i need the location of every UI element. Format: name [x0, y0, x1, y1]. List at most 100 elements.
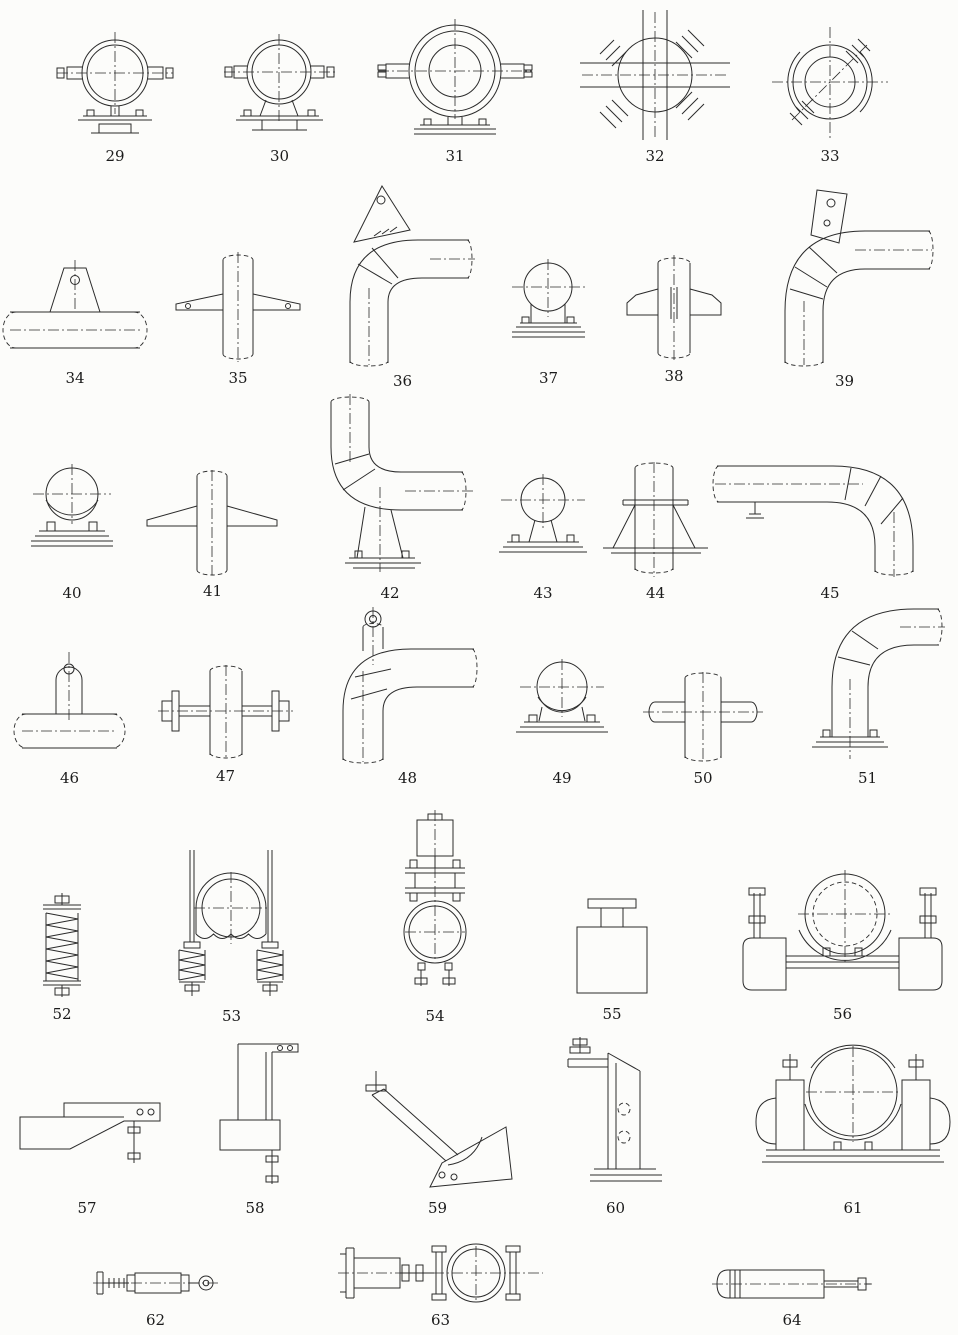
- figure-41: 41: [135, 470, 290, 600]
- figure-47: 47: [158, 665, 293, 785]
- figure-31-drawing: [377, 19, 533, 135]
- figure-54-drawing: [403, 810, 467, 986]
- figure-51-label: 51: [857, 769, 878, 787]
- figure-32-label: 32: [645, 147, 665, 165]
- figure-60-label: 60: [605, 1199, 626, 1217]
- figure-32-drawing: [580, 10, 730, 140]
- figure-40-drawing: [31, 464, 113, 547]
- figure-35-drawing: [175, 252, 301, 362]
- figure-37: 37: [506, 257, 591, 387]
- figure-55-label: 55: [602, 1005, 622, 1023]
- figure-33: 33: [770, 25, 890, 165]
- figure-36-label: 36: [392, 372, 413, 390]
- figure-64: 64: [712, 1264, 872, 1329]
- figure-39-label: 39: [834, 372, 855, 390]
- figure-61-drawing: [755, 1044, 951, 1163]
- figure-57-label: 57: [77, 1199, 97, 1217]
- figure-38-drawing: [626, 255, 722, 360]
- figure-38-label: 38: [664, 367, 684, 385]
- figure-31: 31: [376, 15, 534, 165]
- figure-54: 54: [385, 810, 485, 1025]
- figure-62-drawing: [93, 1271, 218, 1295]
- figure-51-drawing: [812, 608, 945, 759]
- figure-46-label: 46: [59, 769, 80, 787]
- figure-57: 57: [12, 1097, 162, 1217]
- figure-44-drawing: [603, 462, 708, 577]
- figure-36: 36: [330, 180, 475, 390]
- figure-42: 42: [305, 392, 475, 602]
- figure-39-drawing: [784, 189, 934, 367]
- figure-52-drawing: [43, 893, 81, 997]
- figure-51: 51: [790, 597, 945, 787]
- figure-48: 48: [335, 607, 480, 787]
- figure-40: 40: [27, 462, 117, 602]
- figure-43: 43: [493, 472, 593, 602]
- figure-63-drawing: [338, 1243, 543, 1303]
- figure-32: 32: [580, 10, 730, 165]
- figure-42-drawing: [330, 394, 473, 572]
- figure-30: 30: [222, 30, 337, 165]
- figure-63-label: 63: [430, 1311, 451, 1329]
- figure-59: 59: [360, 1067, 515, 1217]
- figure-60-drawing: [567, 1037, 662, 1182]
- figure-60: 60: [558, 1037, 673, 1217]
- figure-46-drawing: [13, 652, 126, 749]
- figure-42-label: 42: [380, 584, 400, 602]
- figure-53-label: 53: [221, 1007, 242, 1025]
- figure-48-drawing: [342, 607, 478, 764]
- figure-45: 45: [712, 452, 945, 602]
- figure-44: 44: [603, 462, 708, 602]
- figure-30-label: 30: [269, 147, 290, 165]
- figure-39: 39: [757, 185, 934, 390]
- figure-46: 46: [13, 652, 126, 787]
- figure-35-label: 35: [228, 369, 248, 387]
- figure-64-label: 64: [782, 1311, 802, 1329]
- figure-30-drawing: [224, 34, 335, 131]
- figure-62-label: 62: [145, 1311, 166, 1329]
- figure-47-drawing: [158, 665, 293, 760]
- figure-29-drawing: [56, 32, 174, 134]
- figure-58: 58: [210, 1042, 300, 1217]
- figure-63: 63: [338, 1242, 543, 1329]
- figure-53: 53: [164, 850, 299, 1025]
- figure-61-label: 61: [843, 1199, 863, 1217]
- figure-29-label: 29: [105, 147, 125, 165]
- figure-64-drawing: [712, 1269, 872, 1299]
- figure-48-label: 48: [397, 769, 418, 787]
- figure-55-drawing: [576, 898, 648, 994]
- figure-58-label: 58: [245, 1199, 265, 1217]
- figure-58-drawing: [219, 1043, 299, 1184]
- figure-33-drawing: [772, 27, 888, 138]
- figure-45-label: 45: [820, 584, 840, 602]
- figure-29: 29: [55, 28, 175, 165]
- figure-59-drawing: [365, 1071, 513, 1188]
- figure-45-drawing: [712, 465, 914, 577]
- figure-36-drawing: [349, 184, 475, 367]
- figure-59-label: 59: [427, 1199, 448, 1217]
- figure-49: 49: [512, 657, 612, 787]
- figure-57-drawing: [19, 1102, 161, 1163]
- figure-41-label: 41: [202, 582, 223, 600]
- figure-50-label: 50: [693, 769, 713, 787]
- figure-37-drawing: [512, 259, 585, 338]
- figure-50-drawing: [643, 672, 763, 762]
- figure-43-label: 43: [533, 584, 553, 602]
- figure-37-label: 37: [538, 369, 559, 387]
- figure-50: 50: [643, 672, 763, 787]
- figure-44-label: 44: [645, 584, 666, 602]
- figure-52: 52: [38, 893, 86, 1023]
- figure-56-label: 56: [832, 1005, 853, 1023]
- figure-61: 61: [748, 1042, 958, 1217]
- figure-43-drawing: [499, 474, 587, 553]
- figure-47-label: 47: [215, 767, 236, 785]
- figure-40-label: 40: [62, 584, 82, 602]
- figure-31-label: 31: [445, 147, 465, 165]
- figure-49-label: 49: [552, 769, 572, 787]
- figure-33-label: 33: [820, 147, 840, 165]
- figure-49-drawing: [516, 659, 608, 733]
- figure-62: 62: [93, 1262, 218, 1329]
- figure-52-label: 52: [52, 1005, 72, 1023]
- figure-53-drawing: [178, 850, 284, 996]
- figure-56-drawing: [742, 870, 943, 991]
